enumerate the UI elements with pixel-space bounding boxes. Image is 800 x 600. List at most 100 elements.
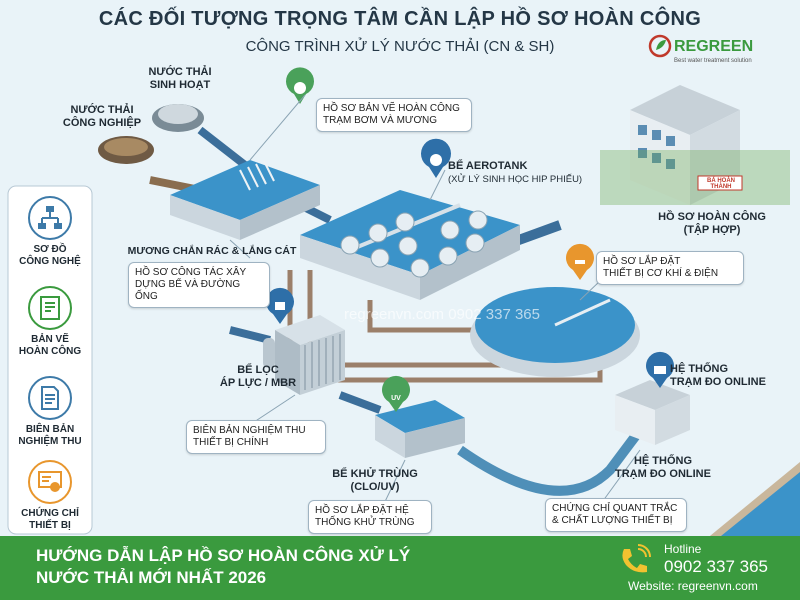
building-label: HỒ SƠ HOÀN CÔNG (TẬP HỢP) [652,211,772,237]
certificate-icon [28,460,72,504]
aerotank-note: (XỬ LÝ SINH HỌC HIP PHIẾU) [448,174,583,185]
sidebar-item-certificate: CHỨNG CHỈ THIẾT BỊ [12,460,88,532]
phone-icon [614,543,654,577]
filter-label: BỂ LỌC ÁP LỰC / MBR [218,364,298,390]
flowchart-icon [28,196,72,240]
hotline-label: Hotline [664,542,702,556]
logo-tagline: Best water treatment solution [674,58,752,64]
callout-acceptance-line1: BIÊN BẢN NGHIỆM THU [193,425,306,436]
sidebar-label-acceptance: BIÊN BẢN NGHIỆM THU [12,424,88,448]
aerotank-water [300,190,520,275]
footer-bar [0,536,800,600]
callout-mechanical-line2: THIẾT BỊ CƠ KHÍ & ĐIỆN [603,268,719,279]
building-windows [638,125,675,169]
callout-construction-line2: DỰNG BỂ VÀ ĐƯỜNG ỐNG [135,279,241,302]
callout-acceptance-line2: THIẾT BỊ CHÍNH [193,437,269,448]
building-label-line1: HỒ SƠ HOÀN CÔNG [658,211,766,223]
screen-tank-water [170,160,320,220]
callout-pump-line2: TRẠM BƠM VÀ MƯƠNG [323,115,438,126]
filter-side [300,330,345,395]
callout-disinfect-install: HỒ SƠ LẮP ĐẶT HỆ THỐNG KHỬ TRÙNG [308,500,432,534]
website-link[interactable]: Website: regreenvn.com [628,579,758,593]
sidebar-flowchart-line1: SƠ ĐỒ [33,244,67,255]
document-icon [28,376,72,420]
disinfect-label-line1: BỂ KHỬ TRÙNG [332,468,418,480]
sidebar-flowchart-line2: CÔNG NGHỆ [19,256,81,267]
callout-mechanical-line1: HỒ SƠ LẮP ĐẶT [603,256,681,267]
building-roof [630,85,740,135]
leaf-logo-icon: REGREEN Best water treatment solution [648,34,753,64]
callout-pump-line1: HỒ SƠ BẢN VẼ HOÀN CÔNG [323,103,460,114]
diffusers [340,210,488,278]
sidebar-item-blueprint: BẢN VẼ HOÀN CÔNG [12,286,88,358]
filter-pump [263,338,275,368]
watermark: regreenvn.com 0902 337 365 [344,306,540,323]
sidebar-certificate-line1: CHỨNG CHỈ [21,508,79,519]
domestic-label: NƯỚC THẢI SINH HOẠT [130,66,230,92]
sidebar-blueprint-line2: HOÀN CÔNG [18,346,82,357]
callout-mechanical: HỒ SƠ LẮP ĐẶT THIẾT BỊ CƠ KHÍ & ĐIỆN [596,251,744,285]
callout-certificate-line1: CHỨNG CHỈ QUANT TRẮC [552,503,678,514]
building-sign-text: BẢ HOÀN THÀNH [707,178,735,190]
sidebar-acceptance-line1: BIÊN BẢN [25,424,75,435]
regreen-logo: REGREEN Best water treatment solution [648,34,772,66]
filter-front [275,330,300,395]
filter-label-line1: BỂ LỌC [237,364,279,376]
logo-wordmark: REGREEN [674,38,753,55]
domestic-inlet-top [158,104,198,124]
disinfect-label-line2: (CLO/UV) [350,481,400,493]
callout-disinfect-line1: HỒ SƠ LẮP ĐẶT HỆ [315,505,409,516]
footer-headline-line2: NƯỚC THẢI MỚI NHẤT 2026 [36,568,267,587]
flow-arrow-3 [229,326,271,344]
sidebar-label-certificate: CHỨNG CHỈ THIẾT BỊ [12,508,88,532]
sidebar-item-acceptance: BIÊN BẢN NGHIỆM THU [12,376,88,448]
domestic-flow-arrow [197,126,248,169]
clarifier-bridge [554,298,611,327]
building-sign [697,175,743,191]
sidebar-label-blueprint: BẢN VẼ HOÀN CÔNG [12,334,88,358]
page-title: CÁC ĐỐI TƯỢNG TRỌNG TÂM CẦN LẬP HỒ SƠ HO… [98,8,702,30]
uv-shield-icon [382,375,410,412]
callout-construction-line1: HỒ SƠ CÔNG TÁC XÂY [135,267,247,278]
callout-certificate-line2: & CHẤT LƯỢNG THIẾT BỊ [552,515,673,526]
sidebar-item-flowchart: SƠ ĐỒ CÔNG NGHỆ [12,196,88,268]
screen-label-part2: & LẮNG CÁT [231,245,297,257]
pump-station-icon [286,67,315,104]
aerotank-icon [421,138,452,178]
domestic-label-line1: NƯỚC THẢI [148,66,212,78]
uv-badge: UV [391,395,401,402]
sidebar-certificate-line2: THIẾT BỊ [29,520,71,531]
callout-acceptance: BIÊN BẢN NGHIỆM THU THIẾT BỊ CHÍNH [186,420,326,454]
sidebar-label-flowchart: SƠ ĐỒ CÔNG NGHỆ [12,244,88,268]
screen-label-part1: MƯƠNG CHẮN RÁC [127,245,229,257]
industrial-label-line1: NƯỚC THẢI [70,104,134,116]
monitor-chart-icon [646,351,674,388]
building-lawn [600,150,790,205]
disinfect-front [375,415,405,458]
wrench-icon [566,243,595,280]
callout-pump-station: HỒ SƠ BẢN VẼ HOÀN CÔNG TRẠM BƠM VÀ MƯƠNG [316,98,472,132]
drawing-icon [266,287,294,324]
filter-label-line2: ÁP LỰC / MBR [219,377,297,389]
bar-screen [239,160,275,191]
filter-membranes [304,334,341,390]
aerotank-front [300,235,420,300]
station-roof [615,380,690,410]
domestic-label-line2: SINH HOẠT [149,79,211,91]
hotline-number[interactable]: 0902 337 365 [664,557,768,576]
outfall-pipe [457,427,644,496]
disinfect-label: BỂ KHỬ TRÙNG (CLO/UV) [320,468,430,494]
flow-arrow-4 [338,391,382,414]
aerotank-label: BỂ AEROTANK [448,160,528,172]
footer-headline-line1: HƯỚNG DẪN LẬP HỒ SƠ HOÀN CÔNG XỬ LÝ [36,546,411,565]
disinfect-side [405,418,465,458]
disinfect-water [375,400,465,433]
blueprint-icon [28,286,72,330]
monitor-bottom-line2: TRẠM ĐO ONLINE [615,468,711,480]
station-front [615,395,655,445]
screen-channel-label: MƯƠNG CHẮN RÁC & LẮNG CÁT [112,245,312,258]
callout-construction: HỒ SƠ CÔNG TÁC XÂY DỰNG BỂ VÀ ĐƯỜNG ỐNG [128,262,270,308]
aerotank-side [420,225,520,300]
monitor-top-line1: HỆ THỐNG [670,363,729,375]
